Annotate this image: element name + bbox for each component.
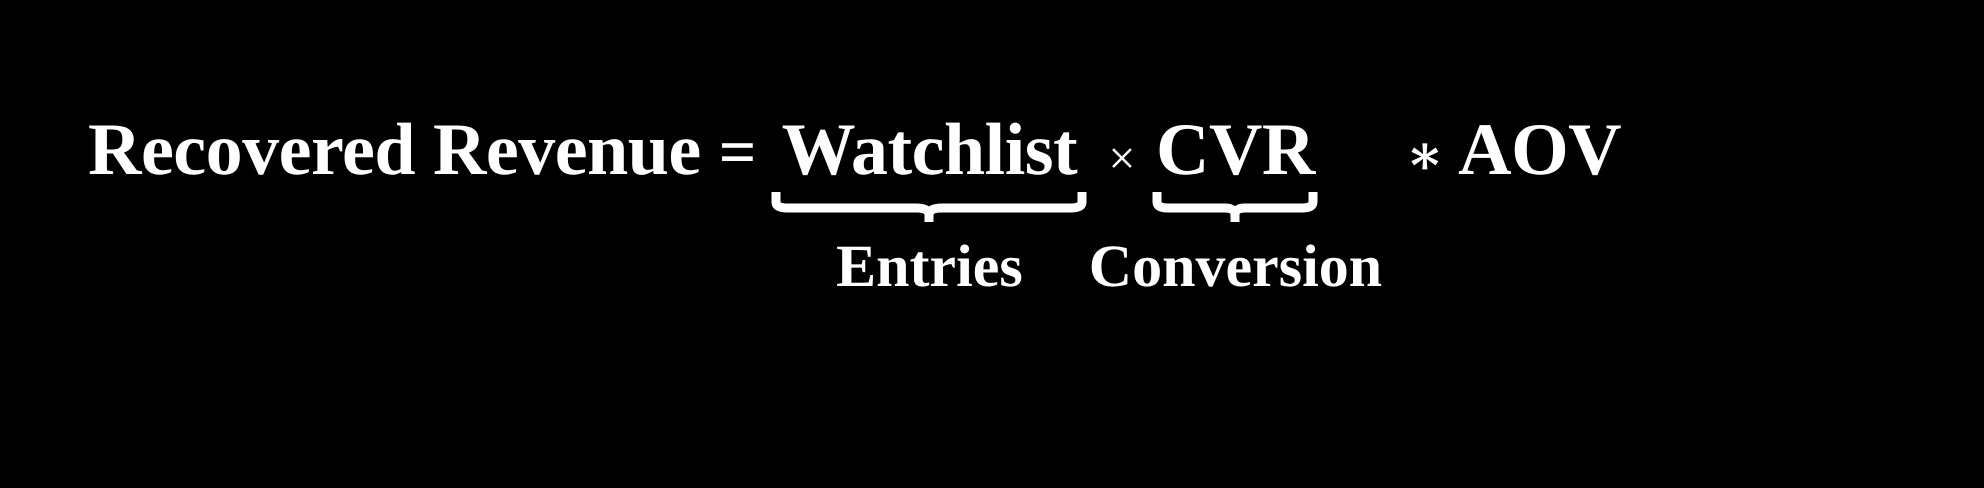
braced-group-cvr: CVR Conversion <box>1089 104 1382 299</box>
term-recovered-revenue: Recovered Revenue <box>88 109 701 191</box>
equation-line: Recovered Revenue = Watchlist Entries × … <box>88 104 1622 299</box>
term-watchlist: Watchlist <box>781 109 1078 191</box>
operator-asterisk: ∗ <box>1405 125 1445 187</box>
operator-times: × <box>1108 132 1136 185</box>
term-cvr: CVR <box>1156 109 1315 191</box>
term-aov: AOV <box>1458 109 1622 191</box>
brace-label-entries: Entries <box>836 233 1023 299</box>
brace-label-conversion: Conversion <box>1088 233 1383 299</box>
operator-equals: = <box>718 116 757 189</box>
braced-group-watchlist: Watchlist Entries <box>770 104 1088 299</box>
